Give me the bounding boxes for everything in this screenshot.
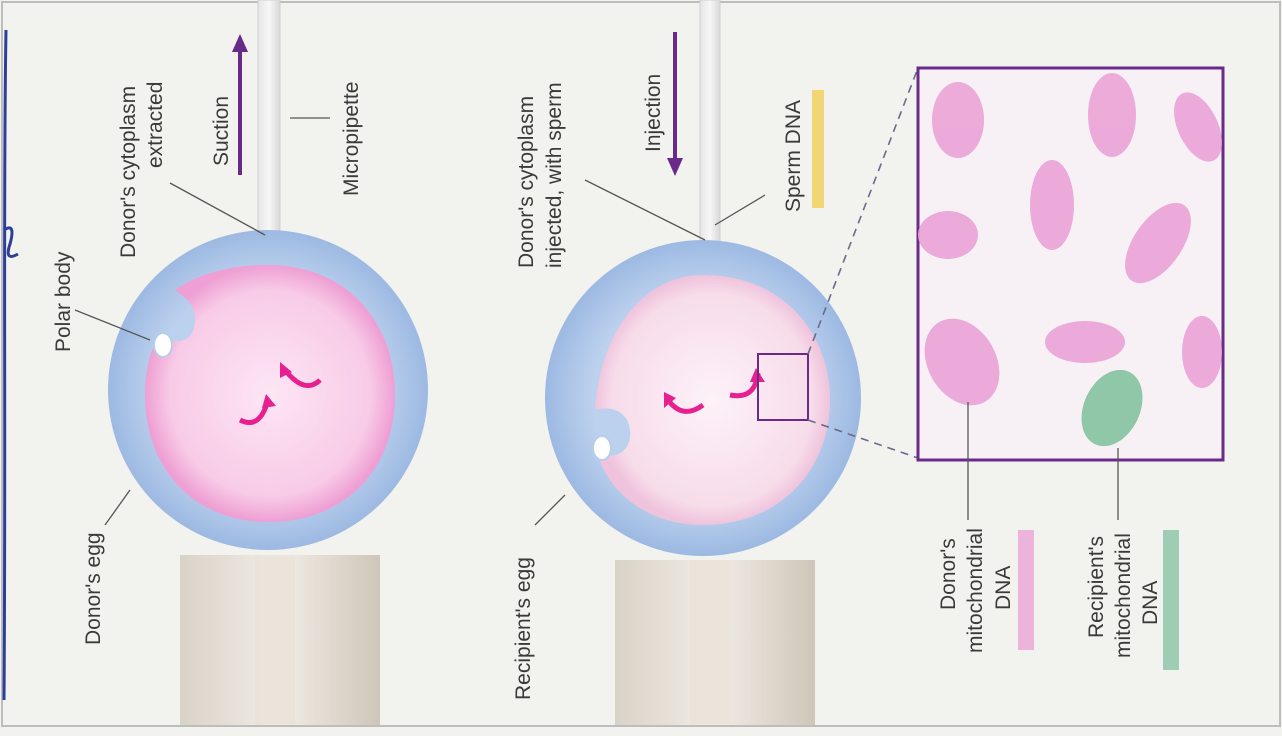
label-donor-mito: mitochondrial [964,528,987,653]
label-polar-body: Polar body [52,251,75,352]
pen-mark [4,30,6,700]
label-sperm-dna: Sperm DNA [782,100,805,212]
label-donor-cytoplasm-extracted: Donor's cytoplasm [117,86,140,258]
zoom-line-top [808,68,918,354]
donor-polar-body [154,333,172,357]
recipient-egg-group [535,0,861,725]
recipient-mito-dna-swatch [1163,530,1179,670]
label-micropipette: Micropipette [340,82,363,196]
mitochondria-inset [910,68,1232,520]
label-suction: Suction [210,96,233,166]
donor-mitochondrion [932,82,984,158]
recipient-cytoplasm [595,275,830,525]
label-donor-cytoplasm-extracted: extracted [144,82,167,168]
label-donor-cytoplasm-injected: Donor's cytoplasm [515,96,538,268]
donor-mitochondrion [918,211,978,259]
sperm-dna-swatch [812,90,824,208]
donor-mitochondrion [1182,316,1222,388]
label-injection: Injection [642,74,665,152]
donor-mitochondrion [1045,321,1125,363]
donor-mitochondrion [1088,73,1136,157]
label-recipient-mito: DNA [1139,581,1162,625]
label-donor-mito: Donor's [937,538,960,610]
donor-mito-dna-swatch [1018,530,1034,650]
label-recipient-mito: mitochondrial [1112,533,1135,658]
label-donor-cytoplasm-injected: injected, with sperm [543,82,566,268]
donor-mitochondrion [1030,160,1074,250]
recipient-polar-body [593,436,611,460]
label-donor-egg: Donor's egg [82,532,105,645]
label-recipient-mito: Recipient's [1085,536,1108,638]
label-recipient-egg: Recipient's egg [512,557,535,700]
label-donor-mito: DNA [992,566,1015,610]
